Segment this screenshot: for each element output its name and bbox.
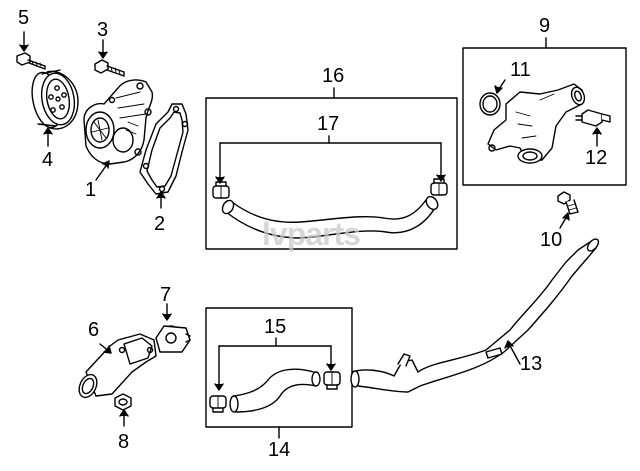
callout-11: 11 bbox=[510, 59, 531, 81]
callout-4: 4 bbox=[42, 149, 54, 171]
clamp-part-15-left bbox=[209, 395, 227, 413]
hose-part-16 bbox=[221, 195, 439, 239]
pipe-part-13 bbox=[350, 238, 600, 393]
sensor-part-12 bbox=[575, 109, 611, 147]
bolt-part-5 bbox=[16, 31, 46, 70]
bolt-part-3 bbox=[94, 39, 125, 77]
callout-12: 12 bbox=[585, 147, 608, 169]
thermostat-housing-part-9 bbox=[487, 83, 586, 164]
pulley-part-4 bbox=[31, 69, 79, 147]
clamp-part-15-right bbox=[323, 371, 341, 390]
callout-5: 5 bbox=[18, 7, 30, 29]
gasket-part-2 bbox=[139, 103, 189, 209]
group-box-16 bbox=[205, 97, 458, 250]
callout-15: 15 bbox=[264, 316, 287, 338]
clamp-part-17-right bbox=[430, 178, 448, 196]
callout-9: 9 bbox=[539, 15, 551, 37]
clamp-part-17-left bbox=[212, 181, 230, 199]
water-pump-part-1 bbox=[83, 79, 154, 181]
callout-16: 16 bbox=[322, 65, 345, 87]
callout-13: 13 bbox=[520, 353, 543, 375]
watermark-logo: lvparts bbox=[262, 216, 361, 252]
callout-2: 2 bbox=[154, 213, 166, 235]
hose-part-14 bbox=[229, 368, 321, 413]
callout-7: 7 bbox=[160, 284, 172, 306]
callout-3: 3 bbox=[97, 19, 109, 41]
group-box-9 bbox=[462, 47, 627, 186]
bracket-17 bbox=[215, 135, 446, 184]
callout-8: 8 bbox=[118, 431, 130, 453]
o-ring-part-11 bbox=[479, 79, 506, 116]
callout-6: 6 bbox=[88, 319, 100, 341]
thermostat-part-7 bbox=[155, 303, 191, 353]
callout-1: 1 bbox=[85, 179, 97, 201]
callout-10: 10 bbox=[540, 229, 563, 251]
callout-14: 14 bbox=[268, 439, 291, 461]
nut-part-8 bbox=[114, 393, 132, 427]
bracket-15 bbox=[214, 337, 336, 391]
outlet-housing-part-6 bbox=[78, 333, 157, 399]
callout-17: 17 bbox=[317, 113, 340, 135]
bolt-part-10 bbox=[557, 191, 579, 229]
